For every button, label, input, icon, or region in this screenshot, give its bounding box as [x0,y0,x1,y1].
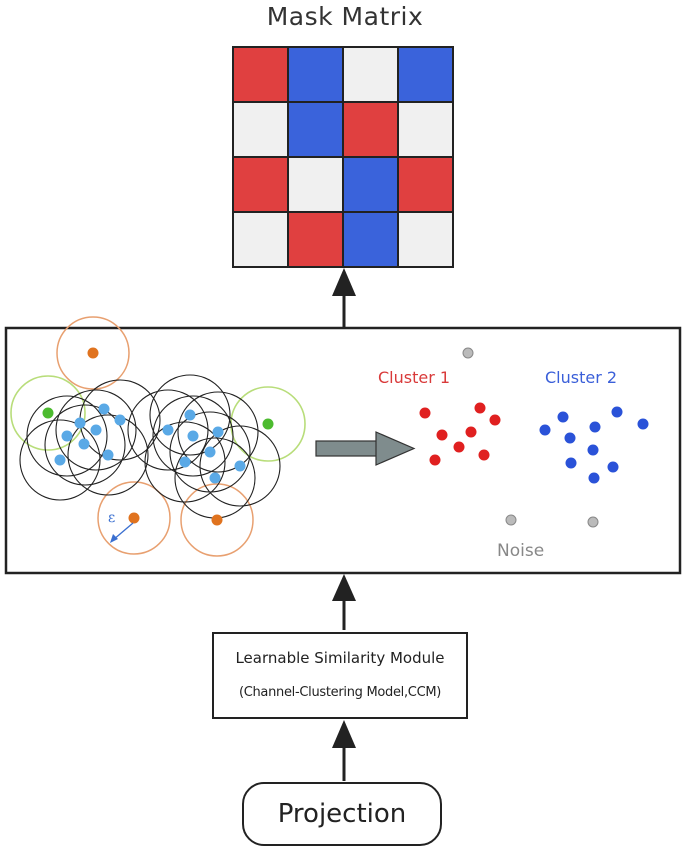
mask-cell-0-2 [342,46,399,103]
cluster-2-point [587,444,599,456]
core-point [162,424,174,436]
cluster-2-point [589,421,601,433]
outlier-neighborhood [97,481,171,555]
similarity-module-box: Learnable Similarity Module (Channel-Clu… [212,632,468,719]
clustering-result [419,347,649,528]
core-point [61,430,73,442]
grey-transition-arrow [315,431,416,466]
projection-box: Projection [242,782,442,846]
core-neighborhood [177,391,259,473]
cluster-1-point [419,407,431,419]
cluster-1-label: Cluster 1 [378,368,451,387]
outlier-point [211,514,223,526]
cluster-2-point [564,432,576,444]
outlier-neighborhood [180,483,254,557]
outlier-neighborhood [56,316,130,390]
core-point [179,456,191,468]
cluster-1-point [465,426,477,438]
cluster-1-point [474,402,486,414]
core-point [187,430,199,442]
epsilon-label: ε [108,510,116,526]
cluster-2-point [557,411,569,423]
outlier-point [87,347,99,359]
core-point [209,472,221,484]
epsilon-radius-arrow [110,522,134,543]
core-point [234,460,246,472]
cluster-2-point [588,472,600,484]
mask-cell-3-0 [232,211,289,268]
mask-cell-0-1 [287,46,344,103]
cluster-1-point [453,441,465,453]
core-neighborhood [149,374,231,456]
core-point [114,414,126,426]
arrow-to-mask-matrix [332,268,356,327]
core-neighborhood [26,395,108,477]
similarity-module-title: Learnable Similarity Module [235,649,445,667]
core-neighborhood [144,421,226,503]
cluster-2-point [539,424,551,436]
border-point [262,418,274,430]
mask-cell-3-3 [397,211,454,268]
mask-matrix-grid [232,46,454,268]
core-neighborhood [199,425,281,507]
mask-cell-1-3 [397,101,454,158]
core-point [74,417,86,429]
dbscan-neighborhoods [10,316,306,557]
core-point [98,403,110,415]
noise-label: Noise [497,541,545,561]
arrow-to-clustering-panel [332,574,356,630]
core-point [54,454,66,466]
border-point [42,407,54,419]
core-neighborhood [55,389,137,471]
cluster-2-point [565,457,577,469]
core-neighborhood [19,419,101,501]
cluster-1-point [478,449,490,461]
core-point [102,449,114,461]
border-neighborhood [10,375,86,451]
cluster-2-point [607,461,619,473]
mask-cell-1-2 [342,101,399,158]
mask-cell-3-2 [342,211,399,268]
mask-matrix-border [232,46,454,268]
cluster-2-point [611,406,623,418]
mask-matrix-title: Mask Matrix [266,2,424,31]
similarity-module-subtitle: (Channel-Clustering Model,CCM) [238,685,442,700]
core-point [212,426,224,438]
cluster-2-point [637,418,649,430]
core-point [78,438,90,450]
mask-cell-3-1 [287,211,344,268]
noise-point [505,514,517,526]
cluster-1-point [489,414,501,426]
mask-cell-0-3 [397,46,454,103]
mask-cell-2-3 [397,156,454,213]
core-point [204,446,216,458]
arrow-to-similarity-module [332,720,356,781]
mask-cell-1-0 [232,101,289,158]
core-neighborhood [44,404,126,486]
core-neighborhood [67,414,149,496]
projection-label: Projection [277,799,407,829]
core-point [90,424,102,436]
cluster-2-label: Cluster 2 [545,368,618,387]
core-neighborhood [152,395,234,477]
outlier-point [128,512,140,524]
mask-cell-2-0 [232,156,289,213]
noise-point [462,347,474,359]
core-neighborhood [127,389,209,471]
noise-point [587,516,599,528]
mask-cell-2-1 [287,156,344,213]
cluster-1-point [436,429,448,441]
mask-cell-0-0 [232,46,289,103]
mask-cell-1-1 [287,101,344,158]
core-point [184,409,196,421]
mask-cell-2-2 [342,156,399,213]
cluster-1-point [429,454,441,466]
